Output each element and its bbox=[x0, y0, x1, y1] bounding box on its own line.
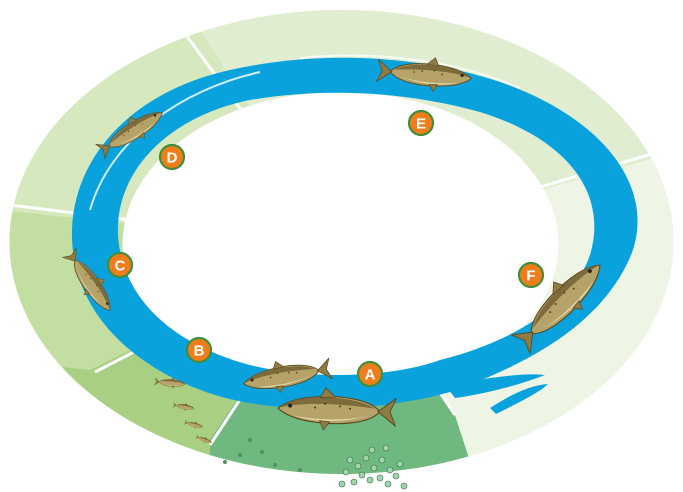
stage-badge-letter: D bbox=[167, 150, 178, 167]
stage-badge-letter: A bbox=[365, 367, 376, 384]
stage-badge-e: E bbox=[409, 111, 433, 135]
stage-badge-letter: B bbox=[194, 343, 205, 360]
stage-badge-d: D bbox=[160, 145, 184, 169]
stage-badge-a: A bbox=[358, 362, 382, 386]
stage-badge-letter: C bbox=[115, 258, 126, 275]
stage-badge-f: F bbox=[519, 263, 543, 287]
stage-badge-c: C bbox=[108, 253, 132, 277]
stage-badge-b: B bbox=[187, 338, 211, 362]
stage-badge-letter: F bbox=[526, 268, 535, 285]
stage-badge-letter: E bbox=[416, 116, 426, 133]
